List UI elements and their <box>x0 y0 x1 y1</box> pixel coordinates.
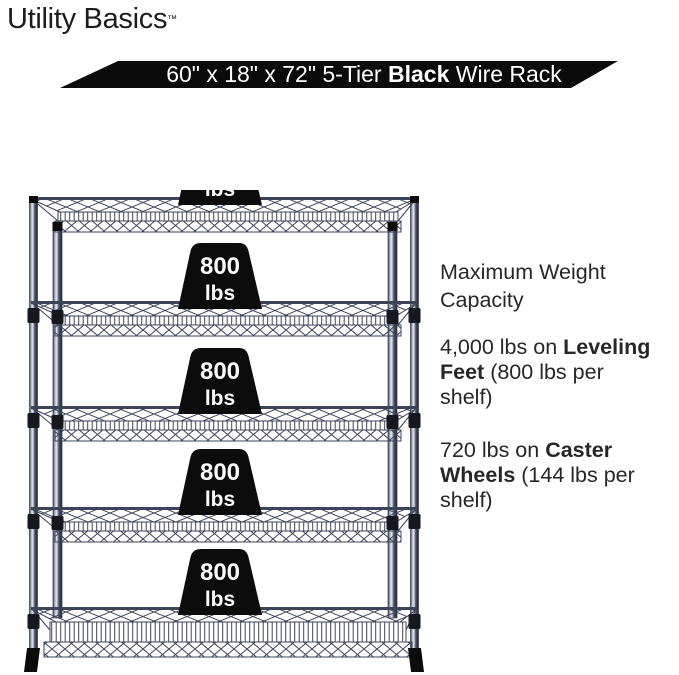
wire-rack-illustration: 800 lbs 800 lbs 800 lbs 800 lbs 800 lbs <box>24 190 424 672</box>
trademark-symbol: ™ <box>167 14 178 25</box>
brand-name: Utility Basics <box>7 3 168 35</box>
weight-unit: lbs <box>205 387 235 410</box>
product-banner: 60" x 18" x 72" 5-Tier Black Wire Rack <box>60 61 618 88</box>
weight-value: 800 <box>200 358 240 385</box>
weight-value: 800 <box>200 559 240 586</box>
weight-capacity-badge-4: 800 lbs <box>178 449 262 515</box>
weight-unit: lbs <box>205 190 235 201</box>
weight-unit: lbs <box>205 488 235 511</box>
weight-capacity-badge-5: 800 lbs <box>178 549 262 615</box>
weight-unit: lbs <box>205 282 235 305</box>
post-cap-icon <box>29 196 38 203</box>
weight-capacity-badge-3: 800 lbs <box>178 348 262 414</box>
post-cap-icon <box>52 222 63 231</box>
post-cap-icon <box>410 196 419 203</box>
banner-text: 60" x 18" x 72" 5-Tier Black Wire Rack <box>166 61 562 87</box>
weight-value: 800 <box>200 253 240 280</box>
leveling-foot-right <box>408 648 424 672</box>
weight-capacity-badge-1: 800 lbs <box>178 190 262 205</box>
weight-unit: lbs <box>205 588 235 611</box>
brand-title: Utility Basics™ <box>7 2 177 36</box>
shelf-collars <box>27 308 421 629</box>
weight-capacity-badge-2: 800 lbs <box>178 243 262 309</box>
weight-value: 800 <box>200 459 240 486</box>
post-cap-icon <box>387 222 398 231</box>
leveling-foot-left <box>24 648 40 672</box>
